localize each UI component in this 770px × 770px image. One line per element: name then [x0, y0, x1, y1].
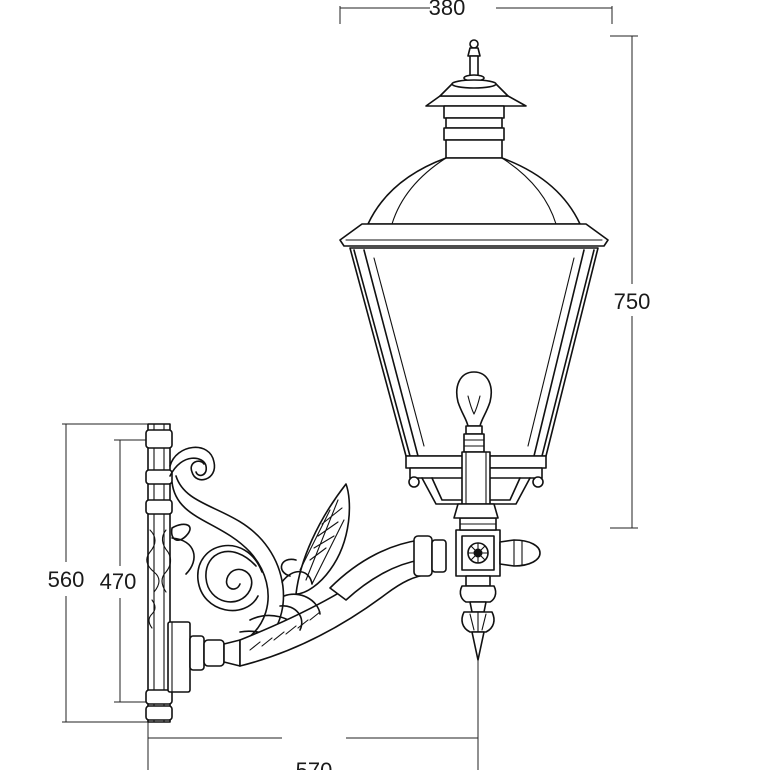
dimension-left-inner-height: 470 — [100, 439, 160, 703]
thistle-ornament — [279, 483, 351, 631]
lantern — [339, 39, 609, 519]
bottom-finial — [459, 575, 497, 661]
dimension-label-height-outer: 560 — [48, 567, 85, 592]
dimension-right-height: 750 — [610, 35, 651, 529]
dimension-left-outer-height: 560 — [48, 423, 150, 723]
dimension-bottom-width: 570 — [147, 650, 479, 770]
dimension-label-width-bottom: 570 — [296, 758, 333, 770]
wall-plate — [145, 423, 191, 723]
dimension-top-width: 380 — [339, 0, 613, 24]
dimension-label-height-right: 750 — [614, 289, 651, 314]
support-arm — [189, 535, 447, 671]
dimension-label-width-top: 380 — [429, 0, 466, 20]
fixture-block — [455, 517, 541, 577]
dimension-label-height-inner: 470 — [100, 569, 137, 594]
